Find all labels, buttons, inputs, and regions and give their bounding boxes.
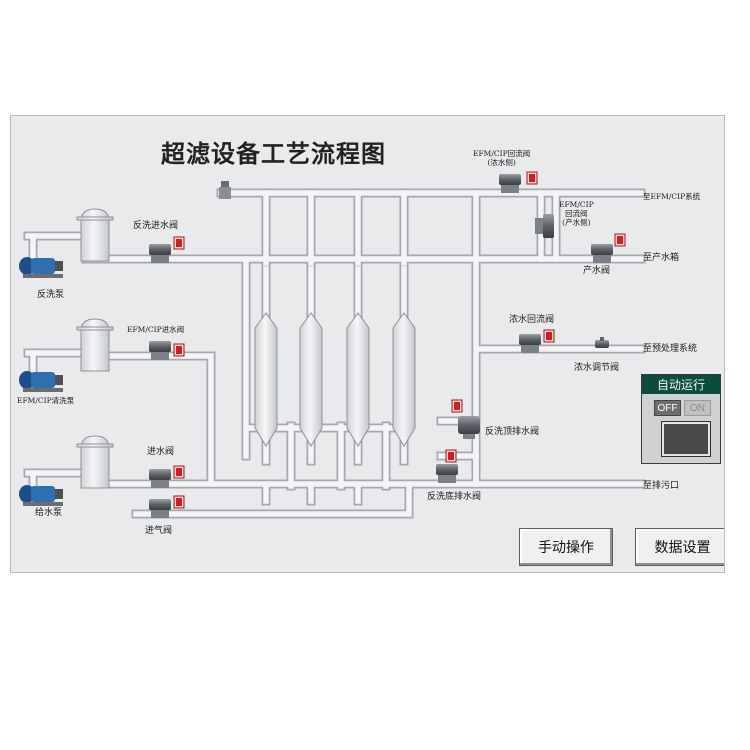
cip-inlet-valve-label: EFM/CIP进水阀 — [127, 325, 185, 334]
cip-return-concentrate-valve-label-line2: (浓水侧) — [487, 158, 516, 167]
cip-return-concentrate-valve-label-line1: EFM/CIP回流阀 — [473, 149, 531, 158]
cip-inlet-valve-icon[interactable] — [149, 341, 171, 360]
pipe-network — [23, 188, 646, 519]
uf-membrane-4 — [392, 312, 416, 447]
backwash-inlet-valve-label: 反洗进水阀 — [133, 221, 179, 231]
destination-pretreatment-label: 至预处理系统 — [643, 344, 698, 354]
air-inlet-valve-icon[interactable] — [149, 499, 171, 518]
cip-return-product-valve-label-line1: EFM/CIP — [559, 200, 594, 209]
top-header-vent-valve-icon[interactable] — [219, 181, 231, 199]
cip-return-product-valve-label-line3: (产水侧) — [562, 218, 591, 227]
inlet-valve-label: 进水阀 — [147, 447, 175, 457]
auto-run-toggle-button[interactable] — [662, 422, 710, 456]
destination-drain-label: 至排污口 — [643, 481, 680, 491]
auto-run-on-switch[interactable]: ON — [684, 400, 711, 416]
cip-return-concentrate-valve-icon[interactable] — [499, 174, 521, 193]
backwash-inlet-valve-alarm-icon[interactable] — [173, 236, 185, 250]
auto-run-title: 自动运行 — [642, 375, 720, 394]
uf-membrane-modules — [254, 312, 416, 447]
backwash-top-drain-valve-alarm-icon[interactable] — [451, 399, 463, 413]
feed-pump-label: 给水泵 — [35, 508, 63, 518]
product-valve-label: 产水阀 — [583, 266, 611, 276]
manual-operation-button[interactable]: 手动操作 — [519, 528, 613, 566]
product-valve-icon[interactable] — [591, 244, 613, 263]
air-inlet-valve-label: 进气阀 — [145, 526, 173, 536]
feed-pump-icon[interactable] — [19, 485, 63, 506]
backwash-pump-icon[interactable] — [19, 257, 63, 278]
backwash-pump-label: 反洗泵 — [37, 290, 65, 300]
cip-return-concentrate-valve-label: EFM/CIP回流阀 (浓水侧) — [473, 149, 530, 167]
uf-membrane-2 — [299, 312, 323, 447]
cip-return-product-valve-label: EFM/CIP 回流阀 (产水侧) — [559, 200, 594, 227]
concentrate-return-valve-alarm-icon[interactable] — [543, 329, 555, 343]
concentrate-return-valve-label: 浓水回流阀 — [509, 315, 555, 325]
cip-inlet-valve-alarm-icon[interactable] — [173, 343, 185, 357]
data-settings-button[interactable]: 数据设置 — [635, 528, 724, 566]
cip-return-concentrate-valve-alarm-icon[interactable] — [526, 171, 538, 185]
product-valve-alarm-icon[interactable] — [614, 233, 626, 247]
cip-return-product-valve-label-line2: 回流阀 — [565, 209, 588, 218]
backwash-bottom-drain-valve-alarm-icon[interactable] — [445, 449, 457, 463]
concentrate-return-valve-icon[interactable] — [519, 334, 541, 353]
backwash-tank — [76, 208, 114, 262]
cip-pump-label: EFM/CIP清洗泵 — [17, 396, 75, 405]
feed-tank — [76, 435, 114, 489]
backwash-bottom-drain-valve-icon[interactable] — [436, 464, 458, 483]
uf-membrane-1 — [254, 312, 278, 447]
concentrate-regulating-valve-icon[interactable] — [595, 337, 609, 348]
backwash-bottom-drain-valve-label: 反洗底排水阀 — [427, 492, 482, 502]
backwash-top-drain-valve-label: 反洗顶排水阀 — [485, 427, 540, 437]
backwash-top-drain-valve-icon[interactable] — [458, 416, 480, 439]
uf-membrane-3 — [346, 312, 370, 447]
auto-run-off-switch[interactable]: OFF — [654, 400, 681, 416]
destination-product-tank-label: 至产水箱 — [643, 253, 680, 263]
inlet-valve-icon[interactable] — [149, 469, 171, 488]
cip-return-product-valve-icon[interactable] — [535, 214, 554, 238]
hmi-screen: 超滤设备工艺流程图 反洗泵 EFM/CIP清洗泵 给水泵 反洗进水阀 EFM/C… — [10, 115, 725, 573]
cip-pump-icon[interactable] — [19, 371, 63, 392]
inlet-valve-alarm-icon[interactable] — [173, 465, 185, 479]
auto-run-panel: 自动运行 OFF ON — [641, 374, 721, 464]
backwash-inlet-valve-icon[interactable] — [149, 244, 171, 263]
process-flow-diagram — [19, 171, 646, 519]
concentrate-regulating-valve-label: 浓水调节阀 — [574, 363, 620, 373]
destination-cip-system-label: 至EFM/CIP系统 — [643, 192, 701, 201]
air-inlet-valve-alarm-icon[interactable] — [173, 495, 185, 509]
page-title: 超滤设备工艺流程图 — [161, 139, 386, 168]
cip-tank — [76, 318, 114, 372]
